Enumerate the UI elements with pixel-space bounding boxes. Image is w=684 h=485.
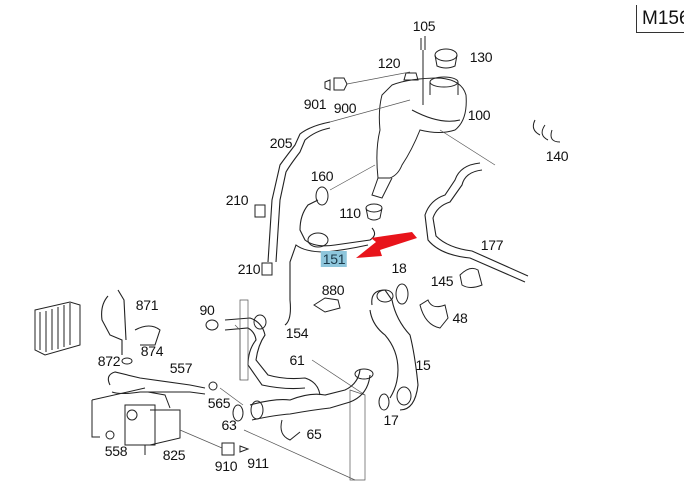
part-label-901[interactable]: 901	[303, 96, 327, 112]
part-label-61[interactable]: 61	[289, 352, 305, 368]
part-label-151-highlighted[interactable]: 151	[320, 251, 348, 267]
part-label-565[interactable]: 565	[207, 395, 231, 411]
part-label-17[interactable]: 17	[383, 412, 399, 428]
reference-code: M156	[636, 5, 684, 33]
auxiliary-pump	[91, 387, 181, 455]
part-label-110[interactable]: 110	[339, 205, 361, 221]
part-label-880[interactable]: 880	[321, 282, 345, 298]
part-label-90[interactable]: 90	[199, 302, 215, 318]
part-label-210-upper[interactable]: 210	[225, 192, 249, 208]
part-label-105[interactable]: 105	[412, 18, 436, 34]
part-label-825[interactable]: 825	[162, 447, 186, 463]
part-label-100[interactable]: 100	[467, 107, 491, 123]
part-label-48[interactable]: 48	[452, 310, 468, 326]
part-label-177[interactable]: 177	[480, 237, 504, 253]
part-label-145[interactable]: 145	[430, 273, 454, 289]
part-label-160[interactable]: 160	[310, 168, 334, 184]
part-label-130[interactable]: 130	[469, 49, 493, 65]
part-label-900[interactable]: 900	[333, 100, 357, 116]
part-label-871[interactable]: 871	[135, 297, 159, 313]
part-label-872[interactable]: 872	[97, 353, 121, 369]
part-label-15[interactable]: 15	[415, 357, 431, 373]
cap	[434, 48, 458, 69]
part-label-154[interactable]: 154	[285, 325, 309, 341]
part-label-65[interactable]: 65	[306, 426, 322, 442]
part-label-63[interactable]: 63	[221, 417, 237, 433]
part-label-205[interactable]: 205	[269, 135, 293, 151]
oil-cooler	[34, 301, 81, 356]
expansion-tank	[371, 76, 467, 199]
part-label-874[interactable]: 874	[140, 343, 164, 359]
part-label-18[interactable]: 18	[391, 260, 407, 276]
part-label-210-lower[interactable]: 210	[237, 261, 261, 277]
red-pointer-arrow	[356, 232, 417, 258]
part-label-910[interactable]: 910	[214, 458, 238, 474]
part-label-120[interactable]: 120	[377, 55, 401, 71]
part-label-140[interactable]: 140	[545, 148, 569, 164]
part-label-558[interactable]: 558	[104, 443, 128, 459]
part-label-911[interactable]: 911	[247, 455, 269, 471]
part-label-557[interactable]: 557	[169, 360, 193, 376]
